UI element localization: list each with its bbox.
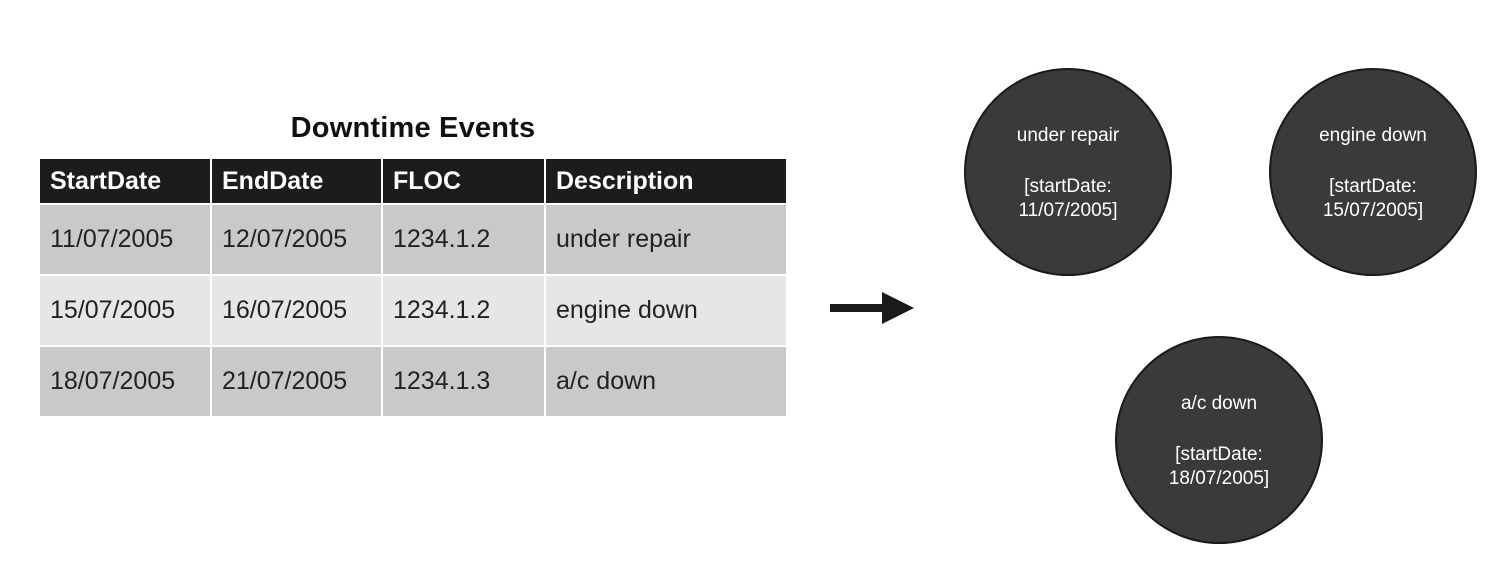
event-node-ac-down: a/c down [startDate: 18/07/2005] bbox=[1115, 336, 1323, 544]
column-header-startdate: StartDate bbox=[40, 159, 212, 205]
node-title: a/c down bbox=[1180, 393, 1258, 414]
right-arrow-icon bbox=[830, 292, 914, 324]
cell-floc: 1234.1.3 bbox=[381, 345, 546, 418]
node-date-label: [startDate: bbox=[1024, 176, 1112, 197]
node-start-date: [startDate: 15/07/2005] bbox=[1271, 175, 1475, 223]
column-header-floc: FLOC bbox=[381, 159, 546, 205]
node-date-value: 18/07/2005] bbox=[1168, 468, 1270, 489]
downtime-events-table: StartDate EndDate FLOC Description 11/07… bbox=[40, 159, 788, 418]
cell-description: under repair bbox=[544, 203, 788, 276]
column-header-description: Description bbox=[544, 159, 788, 205]
node-date-label: [startDate: bbox=[1329, 176, 1417, 197]
cell-startdate: 15/07/2005 bbox=[40, 274, 212, 347]
node-title: under repair bbox=[1016, 125, 1120, 146]
cell-description: engine down bbox=[544, 274, 788, 347]
event-node-engine-down: engine down [startDate: 15/07/2005] bbox=[1269, 68, 1477, 276]
cell-enddate: 12/07/2005 bbox=[210, 203, 383, 276]
cell-enddate: 16/07/2005 bbox=[210, 274, 383, 347]
node-title: engine down bbox=[1319, 125, 1427, 146]
cell-startdate: 18/07/2005 bbox=[40, 345, 212, 418]
node-date-label: [startDate: bbox=[1175, 444, 1263, 465]
column-header-enddate: EndDate bbox=[210, 159, 383, 205]
cell-enddate: 21/07/2005 bbox=[210, 345, 383, 418]
table-row: 11/07/2005 12/07/2005 1234.1.2 under rep… bbox=[40, 203, 788, 276]
table-row: 18/07/2005 21/07/2005 1234.1.3 a/c down bbox=[40, 345, 788, 418]
cell-startdate: 11/07/2005 bbox=[40, 203, 212, 276]
node-start-date: [startDate: 18/07/2005] bbox=[1117, 443, 1321, 491]
event-node-under-repair: under repair [startDate: 11/07/2005] bbox=[964, 68, 1172, 276]
table-title: Downtime Events bbox=[290, 112, 536, 144]
node-start-date: [startDate: 11/07/2005] bbox=[966, 175, 1170, 223]
cell-description: a/c down bbox=[544, 345, 788, 418]
node-date-value: 15/07/2005] bbox=[1322, 200, 1424, 221]
cell-floc: 1234.1.2 bbox=[381, 274, 546, 347]
table-row: 15/07/2005 16/07/2005 1234.1.2 engine do… bbox=[40, 274, 788, 347]
node-date-value: 11/07/2005] bbox=[1018, 200, 1118, 221]
table-header-row: StartDate EndDate FLOC Description bbox=[40, 159, 788, 205]
cell-floc: 1234.1.2 bbox=[381, 203, 546, 276]
